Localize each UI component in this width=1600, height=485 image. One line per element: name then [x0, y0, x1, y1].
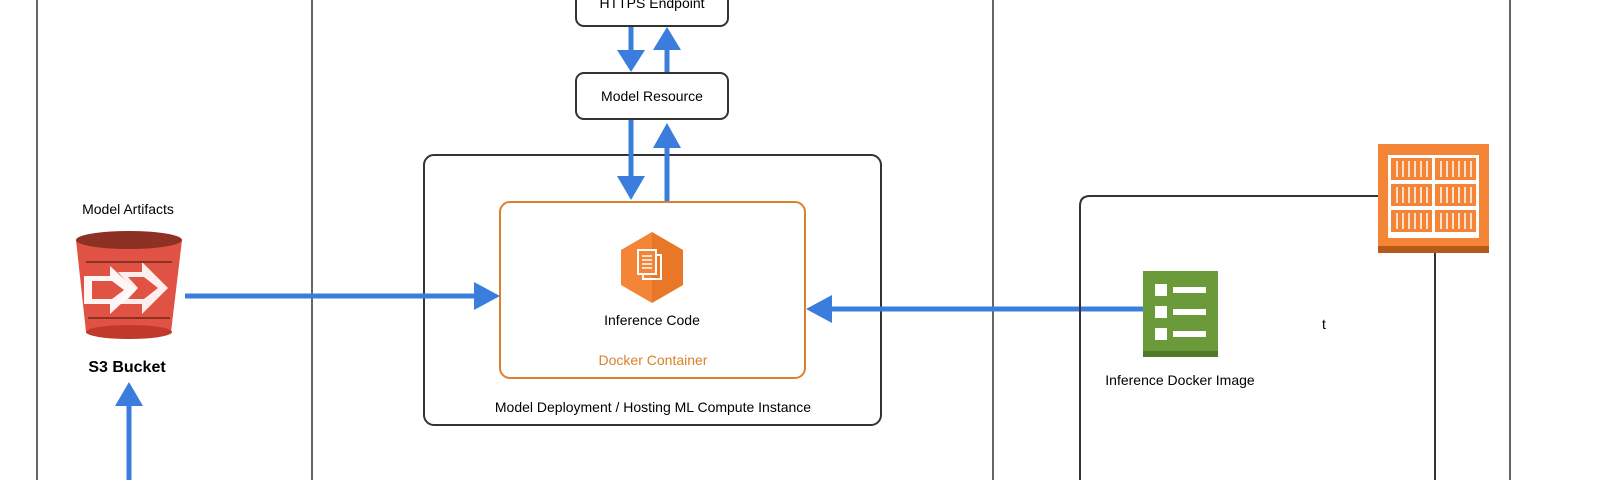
down-arrowhead-1 [617, 50, 645, 72]
hosting-instance-label: Model Deployment / Hosting ML Compute In… [495, 399, 811, 415]
s3-to-container-arrow [185, 282, 500, 310]
endpoint-resource-arrows [617, 27, 681, 72]
docker-container-label: Docker Container [599, 352, 708, 368]
https-endpoint-node[interactable]: HTTPS Endpoint [575, 0, 729, 27]
up-arrowhead-2 [653, 123, 681, 148]
hosting-instance-box: Model Deployment / Hosting ML Compute In… [423, 154, 882, 426]
up-arrowhead-1 [653, 27, 681, 50]
resource-container-arrows [617, 120, 681, 202]
docker-image-list-icon [1143, 271, 1218, 357]
s3-bucket-label: S3 Bucket [88, 359, 166, 376]
swimlane-dividers [36, 0, 1511, 480]
stray-text: t [1322, 316, 1326, 332]
up-arrowhead-3 [115, 382, 143, 406]
inference-image-node[interactable]: Inference Docker Image [1105, 271, 1255, 388]
upload-to-s3-arrow [115, 382, 143, 480]
s3-bucket-node[interactable]: Model Artifacts S3 Bucket [76, 201, 182, 376]
inference-code-label: Inference Code [604, 312, 700, 328]
image-to-container-arrow [806, 295, 1143, 323]
left-arrowhead [806, 295, 832, 323]
code-document-icon [621, 232, 683, 303]
model-resource-label: Model Resource [601, 88, 703, 104]
model-artifacts-label: Model Artifacts [82, 201, 174, 217]
s3-bucket-icon [76, 231, 182, 339]
right-arrowhead [474, 282, 500, 310]
model-resource-node[interactable]: Model Resource [575, 72, 729, 120]
inference-image-label: Inference Docker Image [1105, 372, 1255, 388]
down-arrowhead-2 [617, 176, 645, 200]
https-endpoint-label: HTTPS Endpoint [599, 0, 704, 11]
container-registry-icon[interactable] [1378, 144, 1489, 253]
